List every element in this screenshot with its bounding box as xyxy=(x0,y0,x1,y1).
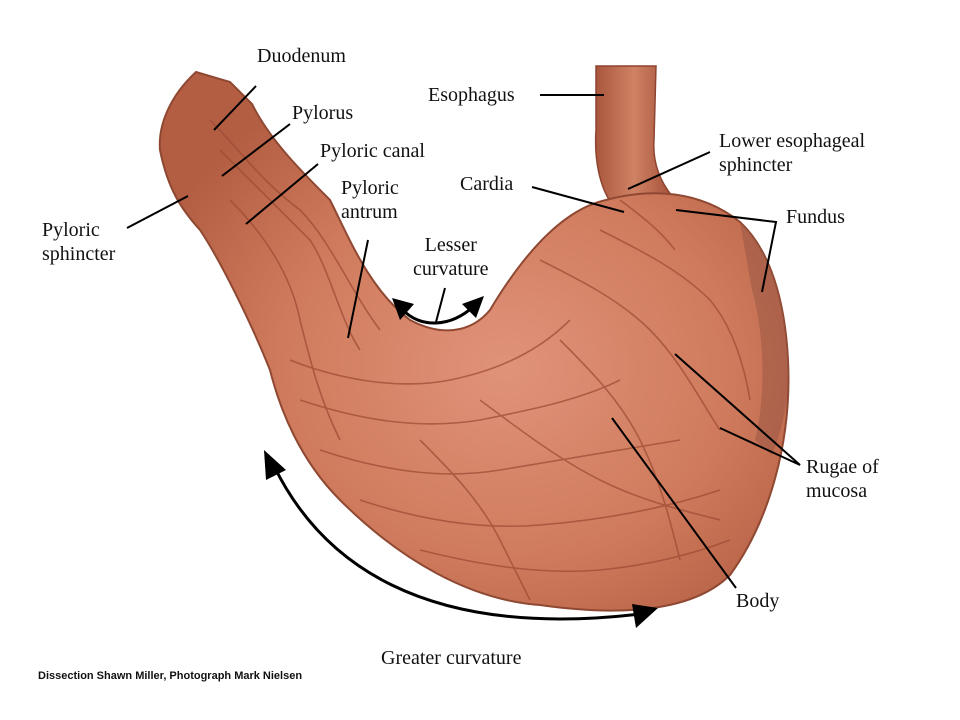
leader-lower-esophageal-sphincter xyxy=(627,151,711,190)
label-pyloric-sphincter: Pyloric sphincter xyxy=(42,219,116,265)
label-greater-curvature: Greater curvature xyxy=(381,647,522,669)
fundus-rim xyxy=(740,222,789,455)
leader-rugae xyxy=(674,353,801,466)
leader-duodenum xyxy=(213,85,257,131)
greater-curvature-arrow xyxy=(264,450,658,628)
leader-fundus xyxy=(675,209,778,293)
lesser-curvature-arrow xyxy=(392,296,484,325)
rugae-folds xyxy=(209,119,751,601)
label-lesser-curvature: Lesser curvature xyxy=(413,234,489,280)
label-pylorus: Pylorus xyxy=(292,102,354,124)
esophagus-tissue xyxy=(594,65,674,205)
label-pyloric-canal: Pyloric canal xyxy=(320,140,425,162)
label-rugae-of-mucosa: Rugae of mucosa xyxy=(806,456,879,502)
label-lower-esophageal-sphincter: Lower esophageal sphincter xyxy=(719,130,866,176)
label-fundus: Fundus xyxy=(786,206,845,228)
leader-pyloric-antrum xyxy=(347,239,369,339)
stomach-tissue xyxy=(158,70,790,612)
label-cardia: Cardia xyxy=(460,173,514,195)
label-body: Body xyxy=(736,590,780,612)
leader-cardia xyxy=(531,186,625,213)
leader-body xyxy=(611,417,737,589)
label-duodenum: Duodenum xyxy=(257,45,346,67)
label-pyloric-antrum: Pyloric antrum xyxy=(341,177,399,223)
photo-credit: Dissection Shawn Miller, Photograph Mark… xyxy=(38,670,303,682)
leader-pyloric-sphincter xyxy=(126,195,189,229)
leader-lesser-curvature xyxy=(435,287,446,323)
leader-pylorus xyxy=(221,123,291,177)
label-esophagus: Esophagus xyxy=(428,84,515,106)
leader-lines xyxy=(126,85,801,589)
leader-pyloric-canal xyxy=(245,163,319,225)
